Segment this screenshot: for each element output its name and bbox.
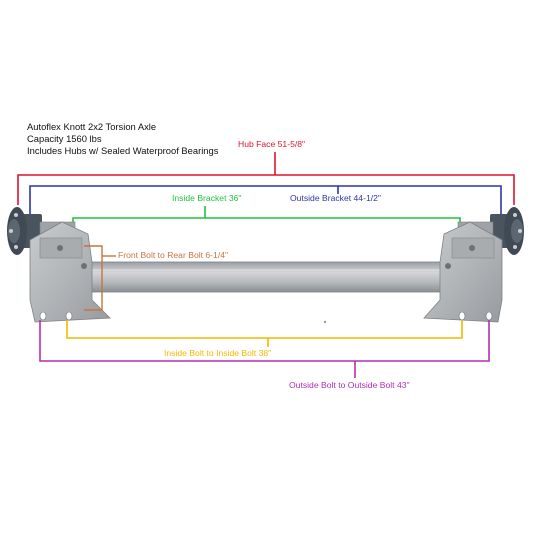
front-rear-bolt-dimension <box>84 245 116 311</box>
outside-bolt-dimension <box>39 320 490 378</box>
left-bracket <box>29 221 111 323</box>
inside-bracket-dimension <box>72 206 461 246</box>
inside-bolt-dimension <box>66 320 463 347</box>
spec-capacity: Capacity 1560 lbs <box>27 133 102 144</box>
outside-bracket-label: Outside Bracket 44-1/2" <box>290 193 381 203</box>
front-rear-bolt-label: Front Bolt to Rear Bolt 6-1/4" <box>118 250 229 260</box>
outside-bracket-dimension <box>29 185 502 215</box>
hub-face-label: Hub Face 51-5/8" <box>238 139 306 149</box>
hub-face-dimension <box>17 152 515 205</box>
right-bracket <box>423 221 503 323</box>
spec-hubs: Includes Hubs w/ Sealed Waterproof Beari… <box>27 145 219 156</box>
spec-title: Autoflex Knott 2x2 Torsion Axle <box>27 121 157 132</box>
speck <box>323 320 327 324</box>
outside-bolt-label: Outside Bolt to Outside Bolt 43" <box>289 380 410 390</box>
inside-bolt-label: Inside Bolt to Inside Bolt 38" <box>164 348 272 358</box>
torsion-tube <box>77 261 457 293</box>
inside-bracket-label: Inside Bracket 36" <box>172 193 242 203</box>
